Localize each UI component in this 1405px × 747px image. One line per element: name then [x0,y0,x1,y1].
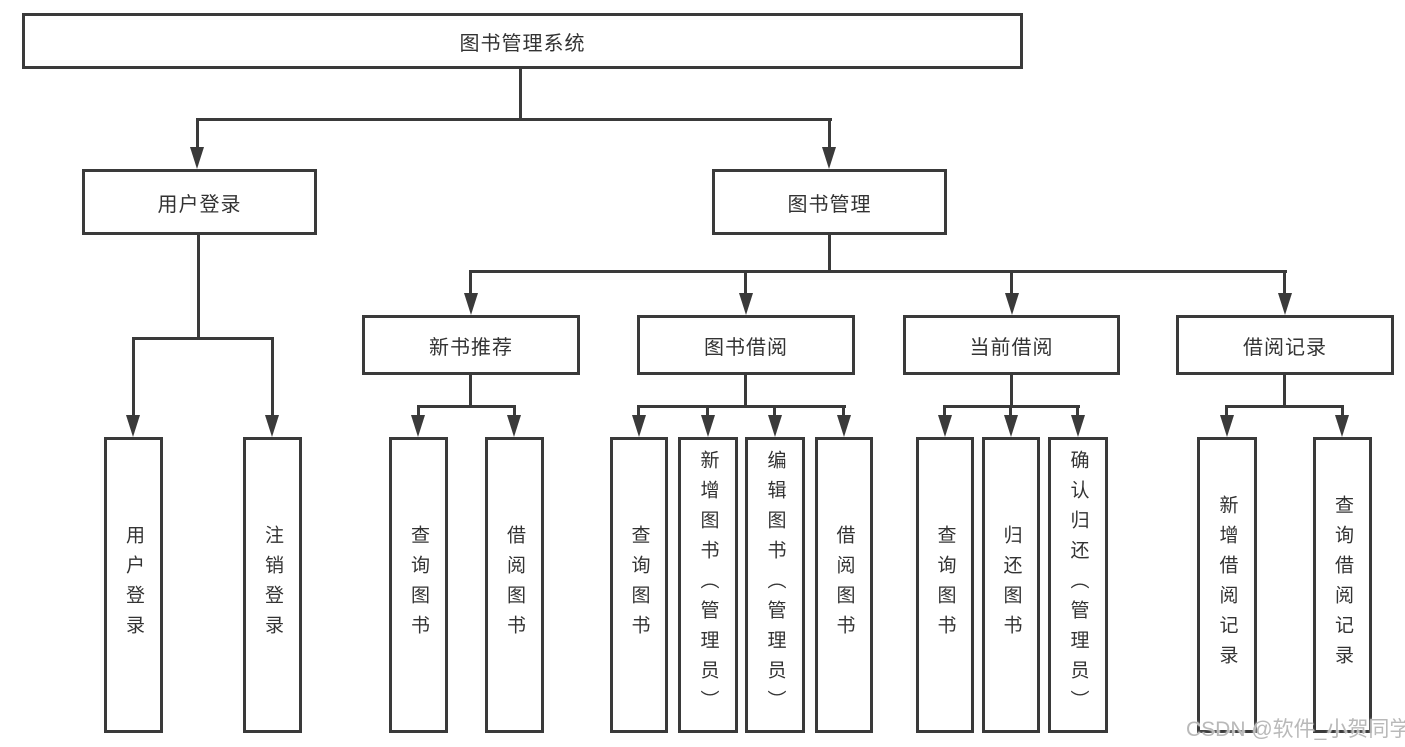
connector-line [417,405,516,408]
connector-line [1010,270,1013,295]
connector-line [417,405,420,417]
current-borrow-node: 当前借阅 [903,315,1120,375]
connector-line [637,405,640,417]
arrow-down-icon [822,147,836,169]
connector-line [637,405,846,408]
leaf-query-borrow-record-label: 查询借阅记录 [1332,495,1353,675]
connector-line [1076,405,1079,417]
connector-line [842,405,845,417]
connector-line [197,235,200,339]
connector-line [519,69,522,121]
book-management-node-label: 图书管理 [787,193,872,216]
leaf-borrow-books-1: 借阅图书 [485,437,544,733]
arrow-down-icon [701,415,715,437]
connector-line [469,375,472,407]
connector-line [513,405,516,417]
arrow-down-icon [768,415,782,437]
leaf-logout: 注销登录 [243,437,302,733]
leaf-query-books-3: 查询图书 [916,437,974,733]
root-node-label: 图书管理系统 [459,32,586,55]
connector-line [196,118,199,149]
connector-line [828,118,831,149]
leaf-query-books-3-label: 查询图书 [934,525,956,645]
leaf-return-books: 归还图书 [982,437,1040,733]
borrow-records-node: 借阅记录 [1176,315,1394,375]
connector-line [196,118,832,121]
leaf-query-books-1: 查询图书 [389,437,448,733]
new-book-recommend-node: 新书推荐 [362,315,580,375]
leaf-query-books-2-label: 查询图书 [628,525,650,645]
leaf-add-books-admin-label: 新增图书（管理员） [697,450,719,720]
leaf-confirm-return-admin: 确认归还（管理员） [1048,437,1108,733]
arrow-down-icon [1071,415,1085,437]
connector-line [1009,405,1012,417]
user-login-node-label: 用户登录 [157,193,242,216]
root-node: 图书管理系统 [22,13,1023,69]
connector-line [470,270,1287,273]
leaf-query-borrow-record: 查询借阅记录 [1313,437,1372,733]
connector-line [706,405,709,417]
leaf-add-borrow-record-label: 新增借阅记录 [1216,495,1238,675]
arrow-down-icon [411,415,425,437]
leaf-borrow-books-2: 借阅图书 [815,437,873,733]
connector-line [1341,405,1344,417]
leaf-logout-label: 注销登录 [262,525,283,645]
arrow-down-icon [1278,293,1292,315]
leaf-add-borrow-record: 新增借阅记录 [1197,437,1257,733]
arrow-down-icon [126,415,140,437]
book-borrow-node: 图书借阅 [637,315,855,375]
arrow-down-icon [190,147,204,169]
connector-line [132,337,135,417]
connector-line [1010,375,1013,407]
book-management-node: 图书管理 [712,169,947,235]
csdn-watermark: CSDN @软件_小贺同学 [1186,718,1405,741]
current-borrow-label: 当前借阅 [969,336,1054,359]
connector-line [1225,405,1344,408]
arrow-down-icon [265,415,279,437]
leaf-query-books-1-label: 查询图书 [408,525,429,645]
leaf-user-login-label: 用户登录 [123,525,144,645]
leaf-edit-books-admin-label: 编辑图书（管理员） [764,450,786,720]
arrow-down-icon [938,415,952,437]
leaf-return-books-label: 归还图书 [1000,525,1022,645]
user-login-node: 用户登录 [82,169,317,235]
leaf-confirm-return-admin-label: 确认归还（管理员） [1067,450,1089,720]
connector-line [773,405,776,417]
connector-line [1225,405,1228,417]
leaf-user-login: 用户登录 [104,437,163,733]
connector-line [744,270,747,295]
connector-line [132,337,274,340]
leaf-add-books-admin: 新增图书（管理员） [678,437,738,733]
connector-line [828,235,831,273]
borrow-records-label: 借阅记录 [1243,336,1327,359]
arrow-down-icon [507,415,521,437]
arrow-down-icon [464,293,478,315]
connector-line [943,405,946,417]
connector-line [1283,375,1286,407]
connector-line [1283,270,1286,295]
arrow-down-icon [1005,293,1019,315]
connector-line [469,270,472,295]
arrow-down-icon [632,415,646,437]
new-book-recommend-label: 新书推荐 [429,336,513,359]
connector-line [744,375,747,407]
arrow-down-icon [1004,415,1018,437]
book-borrow-label: 图书借阅 [704,336,788,359]
leaf-edit-books-admin: 编辑图书（管理员） [745,437,805,733]
leaf-borrow-books-2-label: 借阅图书 [833,525,855,645]
arrow-down-icon [739,293,753,315]
arrow-down-icon [1220,415,1234,437]
leaf-query-books-2: 查询图书 [610,437,668,733]
arrow-down-icon [837,415,851,437]
leaf-borrow-books-1-label: 借阅图书 [504,525,525,645]
arrow-down-icon [1335,415,1349,437]
connector-line [271,337,274,417]
